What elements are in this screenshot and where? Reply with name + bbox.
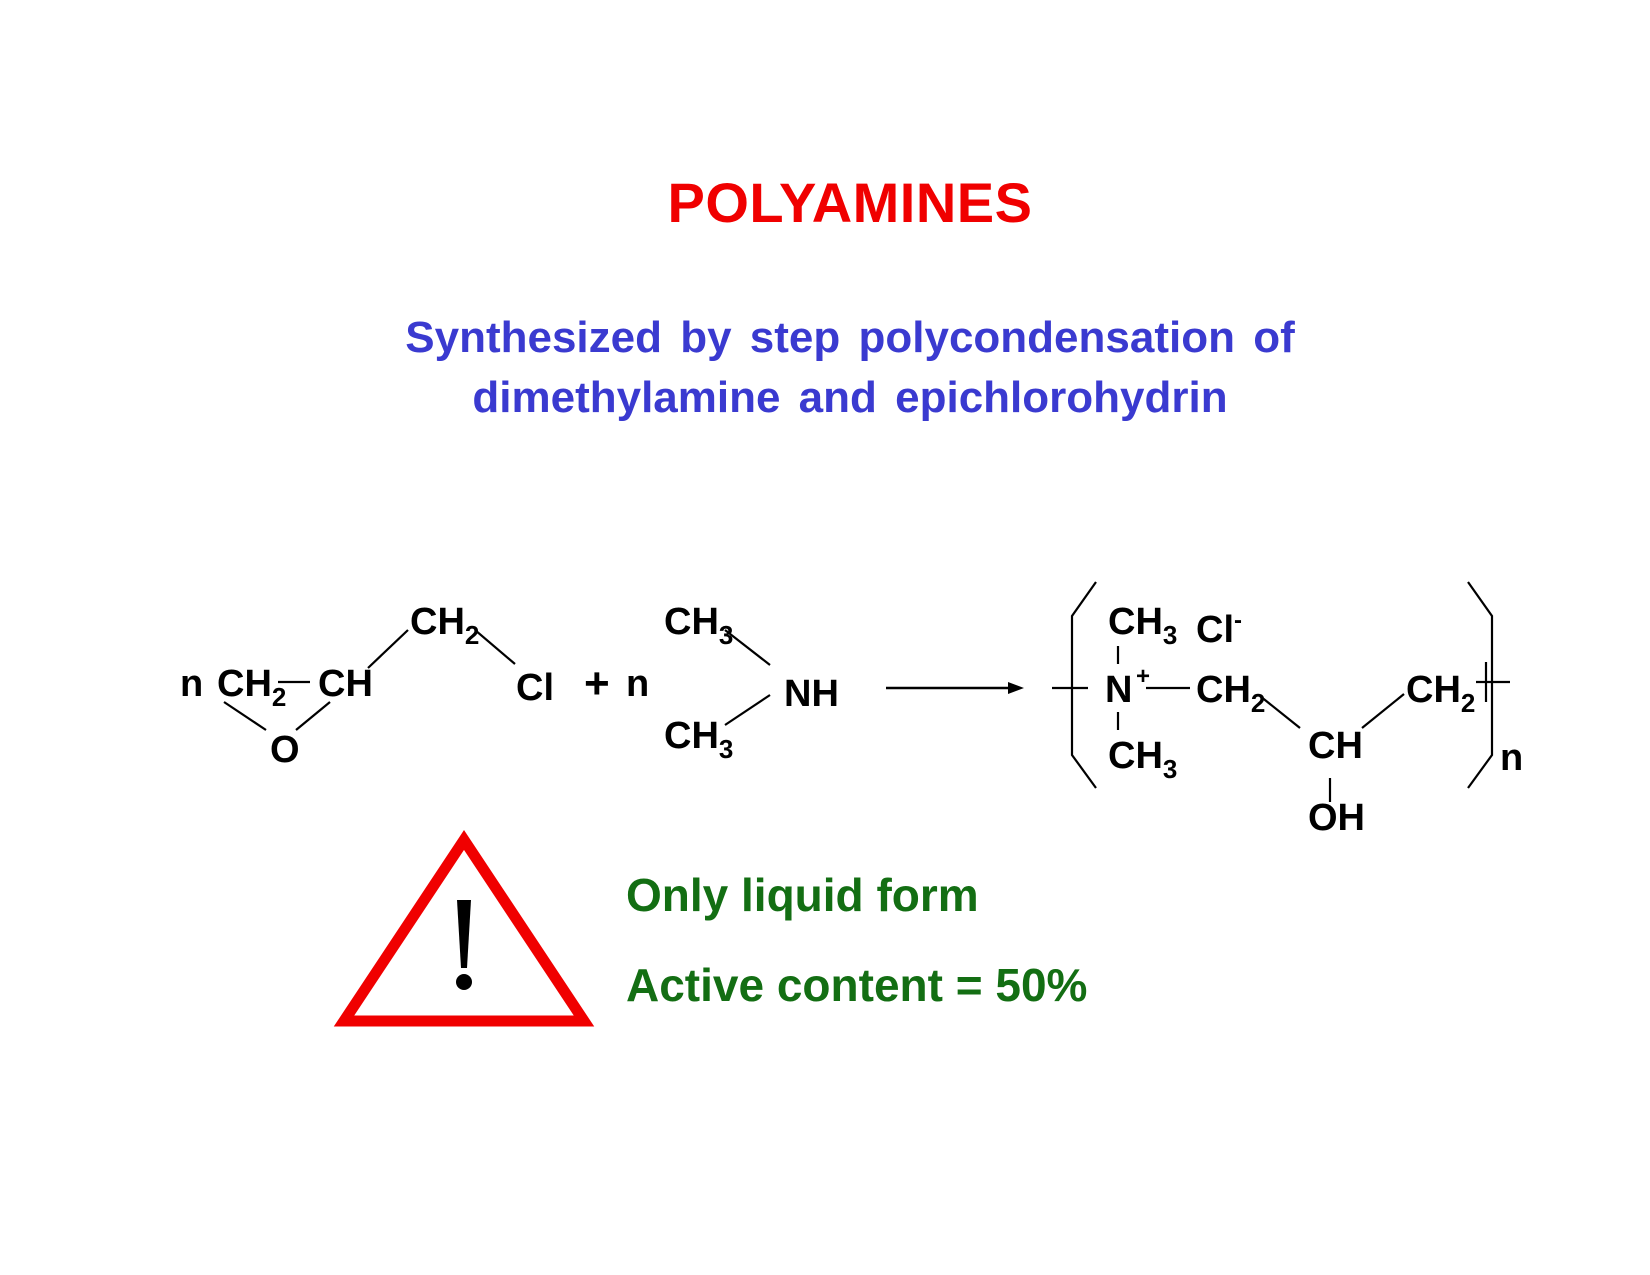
- label-repeat-n: n: [1500, 737, 1523, 779]
- label-ch: CH: [318, 663, 373, 705]
- coefficient-n: n: [180, 663, 203, 705]
- slide-title: POLYAMINES: [667, 171, 1033, 234]
- label-n-charge: +: [1136, 663, 1150, 690]
- bond-ch3-nh-bottom: [724, 694, 771, 726]
- slide-subtitle: Synthesized by step polycondensation of …: [0, 308, 1650, 428]
- bond-ch2-cl: [474, 629, 516, 665]
- label-chlorine: Cl: [516, 667, 554, 709]
- bond-ch2-ch: [1259, 695, 1301, 729]
- right-bracket: [1467, 581, 1494, 789]
- label-ch3-bottom: CH3: [664, 715, 733, 764]
- label-nh: NH: [784, 673, 839, 715]
- label-oxygen: O: [270, 729, 300, 771]
- coefficient-n-amine: n: [626, 663, 649, 705]
- bond-ch2-o: [223, 701, 267, 731]
- bond-ch3-nh-top: [724, 629, 771, 666]
- note-liquid-form: Only liquid form: [626, 869, 979, 921]
- note-active-content: Active content = 50%: [626, 959, 1088, 1011]
- label-ch3-top: CH3: [664, 601, 733, 650]
- plus-sign: +: [584, 659, 610, 708]
- bond-ch-ch2: [367, 629, 409, 669]
- subtitle-line-1: Synthesized by step polycondensation of: [405, 313, 1295, 362]
- label-nitrogen: N: [1105, 669, 1132, 711]
- label-product-ch3-bottom: CH3: [1108, 735, 1177, 784]
- bond-lines: [223, 581, 1510, 802]
- subtitle-line-2: dimethylamine and epichlorohydrin: [472, 373, 1228, 422]
- exclamation-bar: [457, 900, 471, 968]
- label-product-ch3-top: CH3: [1108, 601, 1177, 650]
- label-ch2: CH2: [217, 663, 286, 712]
- left-bracket: [1070, 581, 1097, 789]
- label-ch2-side: CH2: [410, 601, 479, 650]
- bond-ch-ch2: [1361, 693, 1405, 729]
- label-product-ch2-right: CH2: [1406, 669, 1475, 718]
- warning-triangle-icon: [333, 830, 595, 1027]
- arrow-head-icon: [1008, 682, 1024, 694]
- label-chloride: Cl-: [1196, 607, 1242, 651]
- bond-ch-o: [295, 701, 331, 731]
- label-product-ch: CH: [1308, 725, 1363, 767]
- label-product-oh: OH: [1308, 797, 1365, 839]
- exclamation-dot: [456, 974, 472, 990]
- label-product-ch2-left: CH2: [1196, 669, 1265, 718]
